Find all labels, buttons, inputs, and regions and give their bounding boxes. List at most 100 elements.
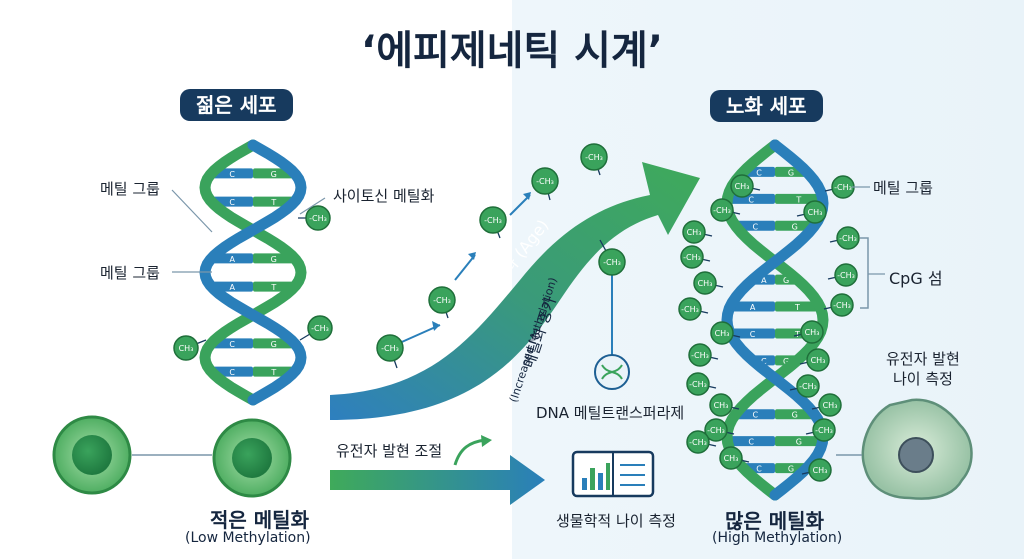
book-bar-2 bbox=[590, 468, 595, 490]
step-arrow-1-icon bbox=[394, 324, 441, 346]
old-methyl-group: -CH₃ bbox=[678, 297, 709, 321]
old-base-left-label: C bbox=[756, 168, 762, 177]
old-methyl-group: -CH₃ bbox=[823, 293, 854, 317]
old-base-right-label: G bbox=[792, 222, 798, 231]
young-base-left-label: A bbox=[229, 255, 235, 264]
young-cytosine-label: 사이토신 메틸화 bbox=[333, 187, 435, 205]
old-base-right-label: G bbox=[792, 411, 798, 420]
old-base-left-label: C bbox=[756, 465, 762, 474]
old-base-left-label: C bbox=[752, 222, 758, 231]
young-base-left-label: C bbox=[229, 170, 235, 179]
cpg-island-label: CpG 섬 bbox=[889, 269, 943, 288]
svg-text:CH₃: CH₃ bbox=[823, 401, 838, 410]
arrow-methyl-group: -CH₃ bbox=[428, 286, 456, 319]
book-bar-4 bbox=[606, 463, 610, 490]
step-arrow-2-icon bbox=[454, 254, 476, 281]
old-base-right-label: G bbox=[783, 276, 789, 285]
old-methyl-group: CH₃ bbox=[710, 321, 741, 345]
old-base-left-label: C bbox=[761, 357, 767, 366]
dna-enzyme-helix-icon bbox=[601, 364, 623, 380]
svg-text:-CH₃: -CH₃ bbox=[834, 183, 852, 192]
young-methyl-leader-1 bbox=[171, 189, 213, 233]
step-arrow-1-head-icon bbox=[432, 321, 440, 331]
young-helix-strand-blue bbox=[199, 139, 307, 406]
svg-text:-CH₃: -CH₃ bbox=[433, 296, 451, 305]
svg-text:-CH₃: -CH₃ bbox=[815, 426, 833, 435]
young-methyl-group: -CH₃ bbox=[299, 315, 333, 341]
enzyme-label: DNA 메틸트랜스퍼라제 bbox=[536, 404, 685, 422]
young-methyl-group: CH₃ bbox=[173, 335, 207, 361]
young-helix-strand-green bbox=[199, 139, 307, 406]
old-methyl-group: -CH₃ bbox=[829, 226, 860, 250]
young-base-right-label: G bbox=[271, 170, 277, 179]
svg-text:CH₃: CH₃ bbox=[805, 328, 820, 337]
arrow-methyl-group: -CH₃ bbox=[376, 334, 404, 369]
old-base-right-label: G bbox=[783, 357, 789, 366]
gene-regulation-arrow bbox=[330, 455, 545, 505]
svg-text:-CH₃: -CH₃ bbox=[691, 351, 709, 360]
old-base-right-label: G bbox=[788, 465, 794, 474]
old-base-left-label: C bbox=[750, 330, 756, 339]
time-arrow bbox=[330, 162, 700, 420]
svg-text:CH₃: CH₃ bbox=[813, 466, 828, 475]
svg-text:CH₃: CH₃ bbox=[808, 208, 823, 217]
svg-text:-CH₃: -CH₃ bbox=[799, 382, 817, 391]
old-footer-subtitle: (High Methylation) bbox=[712, 530, 843, 546]
old-methyl-group: CH₃ bbox=[801, 458, 832, 482]
svg-text:-CH₃: -CH₃ bbox=[839, 234, 857, 243]
svg-text:CH₃: CH₃ bbox=[687, 228, 702, 237]
young-footer-title: 적은 메틸화 bbox=[210, 508, 309, 532]
svg-text:CH₃: CH₃ bbox=[735, 182, 750, 191]
young-base-left-label: C bbox=[229, 198, 235, 207]
old-methyl-group: CH₃ bbox=[719, 446, 750, 470]
old-methyl-group: -CH₃ bbox=[686, 372, 717, 396]
svg-text:-CH₃: -CH₃ bbox=[837, 271, 855, 280]
old-methyl-group: CH₃ bbox=[709, 393, 740, 417]
arrow-methyl-group: -CH₃ bbox=[479, 206, 507, 239]
old-footer-title: 많은 메틸화 bbox=[725, 509, 824, 533]
svg-text:CH₃: CH₃ bbox=[724, 454, 739, 463]
old-base-right-label: T bbox=[795, 195, 801, 204]
step-arrow-3-head-icon bbox=[523, 192, 531, 200]
young-base-right-label: G bbox=[271, 340, 277, 349]
arrow-methyl-group: -CH₃ bbox=[531, 167, 559, 201]
old-methyl-group: -CH₃ bbox=[805, 418, 836, 442]
book-bar-3 bbox=[598, 473, 603, 490]
cpg-bracket bbox=[860, 237, 869, 309]
old-methyl-group: -CH₃ bbox=[704, 418, 735, 442]
young-cell-2-nucleus-icon bbox=[232, 438, 272, 478]
svg-text:-CH₃: -CH₃ bbox=[689, 438, 707, 447]
young-base-right-label: T bbox=[270, 368, 276, 377]
svg-text:CH₃: CH₃ bbox=[811, 356, 826, 365]
small-curve-arrowhead-icon bbox=[481, 435, 492, 447]
old-methyl-group: CH₃ bbox=[799, 348, 830, 372]
svg-text:-CH₃: -CH₃ bbox=[833, 301, 851, 310]
old-methyl-group: CH₃ bbox=[796, 200, 827, 224]
svg-text:-CH₃: -CH₃ bbox=[713, 206, 731, 215]
old-methyl-group: CH₃ bbox=[693, 271, 724, 295]
young-cell-header: 젊은 세포 bbox=[180, 89, 293, 121]
old-methyl-group: -CH₃ bbox=[827, 263, 858, 287]
old-methyl-group: -CH₃ bbox=[680, 245, 711, 269]
arrow-methyl-group: -CH₃ bbox=[580, 143, 608, 176]
step-arrow-2-head-icon bbox=[468, 252, 476, 260]
young-base-right-label: T bbox=[270, 198, 276, 207]
svg-text:CH₃: CH₃ bbox=[179, 344, 194, 353]
old-methyl-group: -CH₃ bbox=[710, 198, 741, 222]
svg-text:-CH₃: -CH₃ bbox=[309, 214, 327, 223]
old-cell-nucleus-icon bbox=[898, 437, 934, 473]
book-bar-1 bbox=[582, 478, 587, 490]
svg-text:-CH₃: -CH₃ bbox=[689, 380, 707, 389]
young-base-left-label: A bbox=[229, 283, 235, 292]
old-methyl-group: -CH₃ bbox=[789, 374, 820, 398]
old-methyl-group: CH₃ bbox=[730, 174, 761, 198]
svg-text:-CH₃: -CH₃ bbox=[683, 253, 701, 262]
old-base-right-label: T bbox=[794, 303, 800, 312]
svg-text:CH₃: CH₃ bbox=[698, 279, 713, 288]
